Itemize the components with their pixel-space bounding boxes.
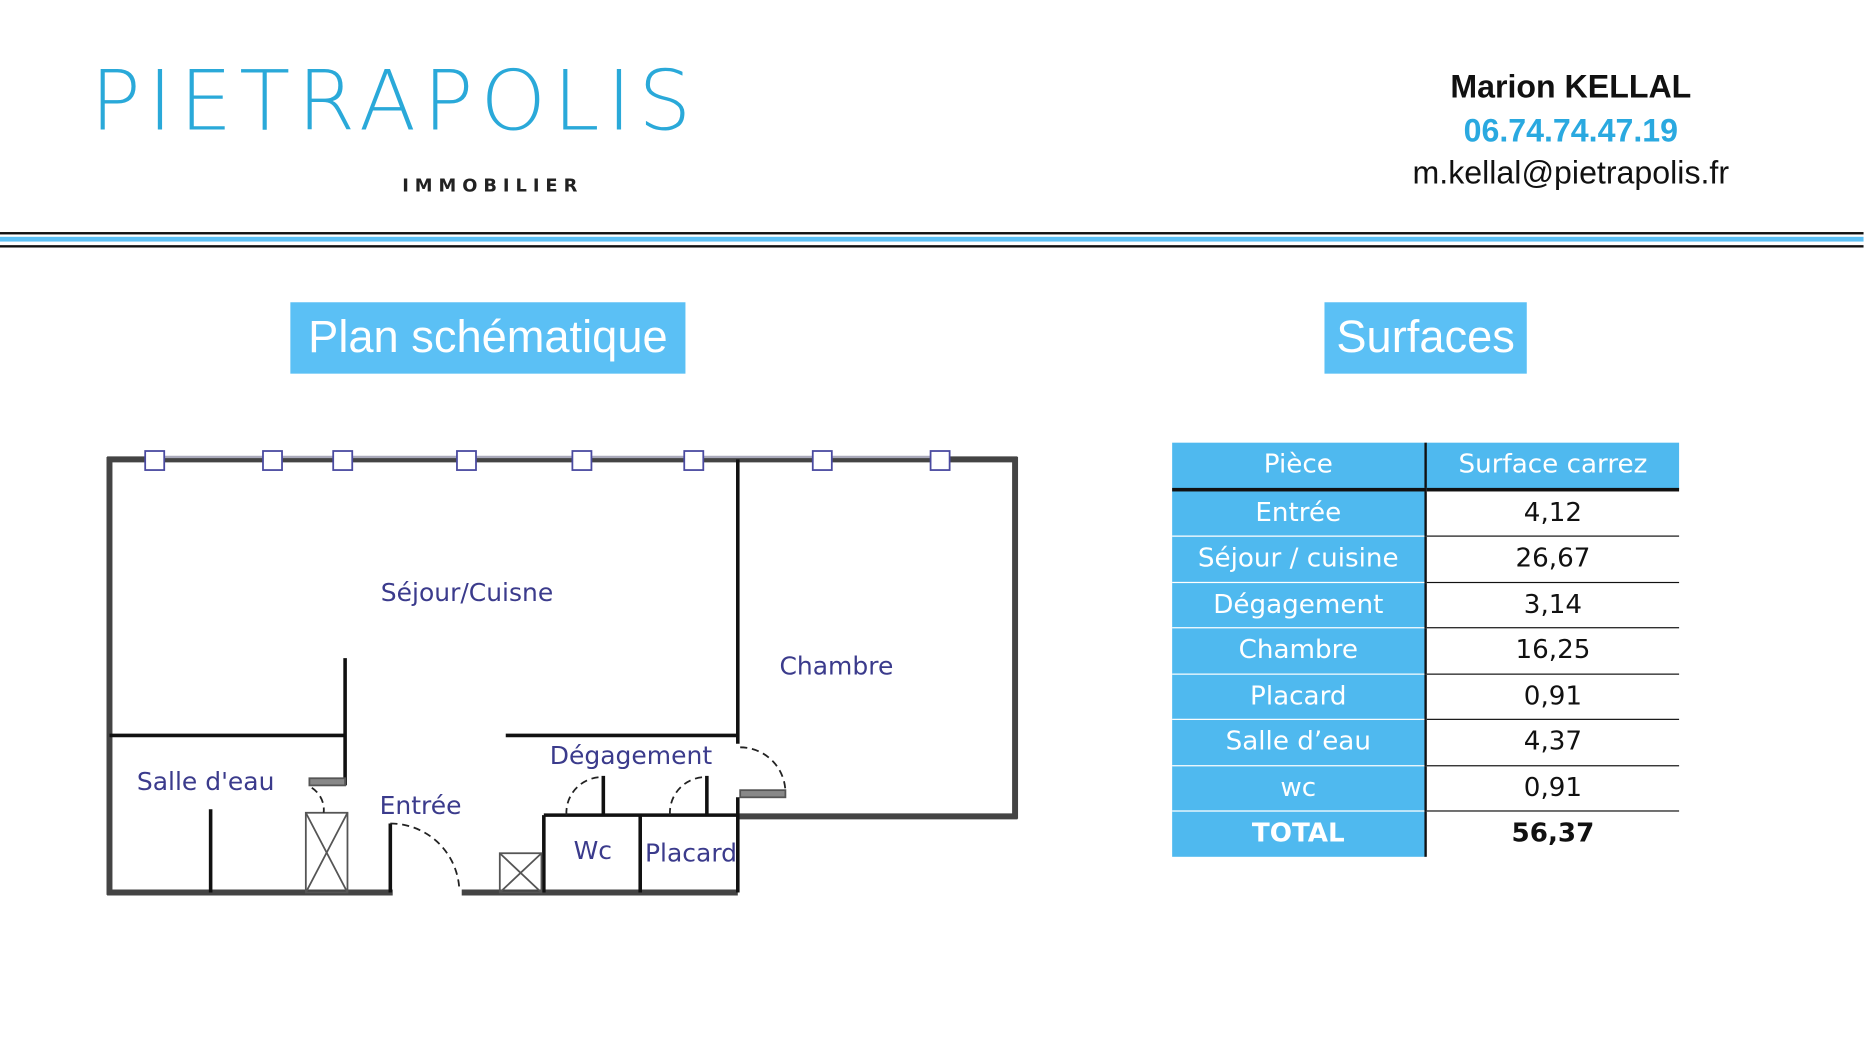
total-row: TOTAL 56,37 xyxy=(1172,810,1679,857)
room-label-degagement: Dégagement xyxy=(550,741,713,770)
header-piece: Pièce xyxy=(1172,442,1427,491)
divider xyxy=(0,236,1864,242)
door-swings xyxy=(311,746,787,891)
plan-title: Plan schématique xyxy=(290,302,686,374)
table-header: Pièce Surface carrez xyxy=(1172,442,1680,491)
cell-piece: Salle d’eau xyxy=(1172,719,1427,766)
logo-subtitle: IMMOBILIER xyxy=(402,174,584,197)
windows xyxy=(144,450,951,471)
cell-piece: Entrée xyxy=(1172,489,1427,537)
cell-surface: 4,12 xyxy=(1425,489,1680,537)
room-label-salle-eau: Salle d'eau xyxy=(137,767,275,796)
divider xyxy=(0,245,1864,248)
room-label-placard: Placard xyxy=(645,839,737,868)
divider xyxy=(0,232,1864,235)
agent-phone[interactable]: 06.74.74.47.19 xyxy=(1463,113,1678,149)
cell-piece: Séjour / cuisine xyxy=(1172,536,1427,583)
header-surface: Surface carrez xyxy=(1425,442,1680,491)
cell-piece: wc xyxy=(1172,765,1427,812)
agent-name: Marion KELLAL xyxy=(1450,69,1692,105)
cell-surface: 16,25 xyxy=(1425,627,1680,675)
cell-surface: 0,91 xyxy=(1425,673,1680,720)
cell-surface: 4,37 xyxy=(1425,719,1680,766)
cell-surface: 0,91 xyxy=(1425,765,1680,812)
partitions xyxy=(109,459,740,893)
room-label-wc: Wc xyxy=(574,836,612,865)
agent-email[interactable]: m.kellal@pietrapolis.fr xyxy=(1412,154,1730,191)
total-value: 56,37 xyxy=(1511,819,1595,849)
cell-surface: 26,67 xyxy=(1425,536,1680,583)
room-label-sejour: Séjour/Cuisne xyxy=(381,578,553,607)
cell-surface: 3,14 xyxy=(1425,581,1680,629)
cell-piece: Chambre xyxy=(1172,627,1427,675)
cell-piece: Dégagement xyxy=(1172,581,1427,629)
cell-piece: Placard xyxy=(1172,673,1427,720)
room-label-entree: Entrée xyxy=(380,791,462,820)
room-label-chambre: Chambre xyxy=(779,652,893,681)
total-label: TOTAL xyxy=(1172,810,1427,857)
logo: PIETRAPOLIS xyxy=(90,52,699,150)
surfaces-title: Surfaces xyxy=(1324,302,1527,374)
